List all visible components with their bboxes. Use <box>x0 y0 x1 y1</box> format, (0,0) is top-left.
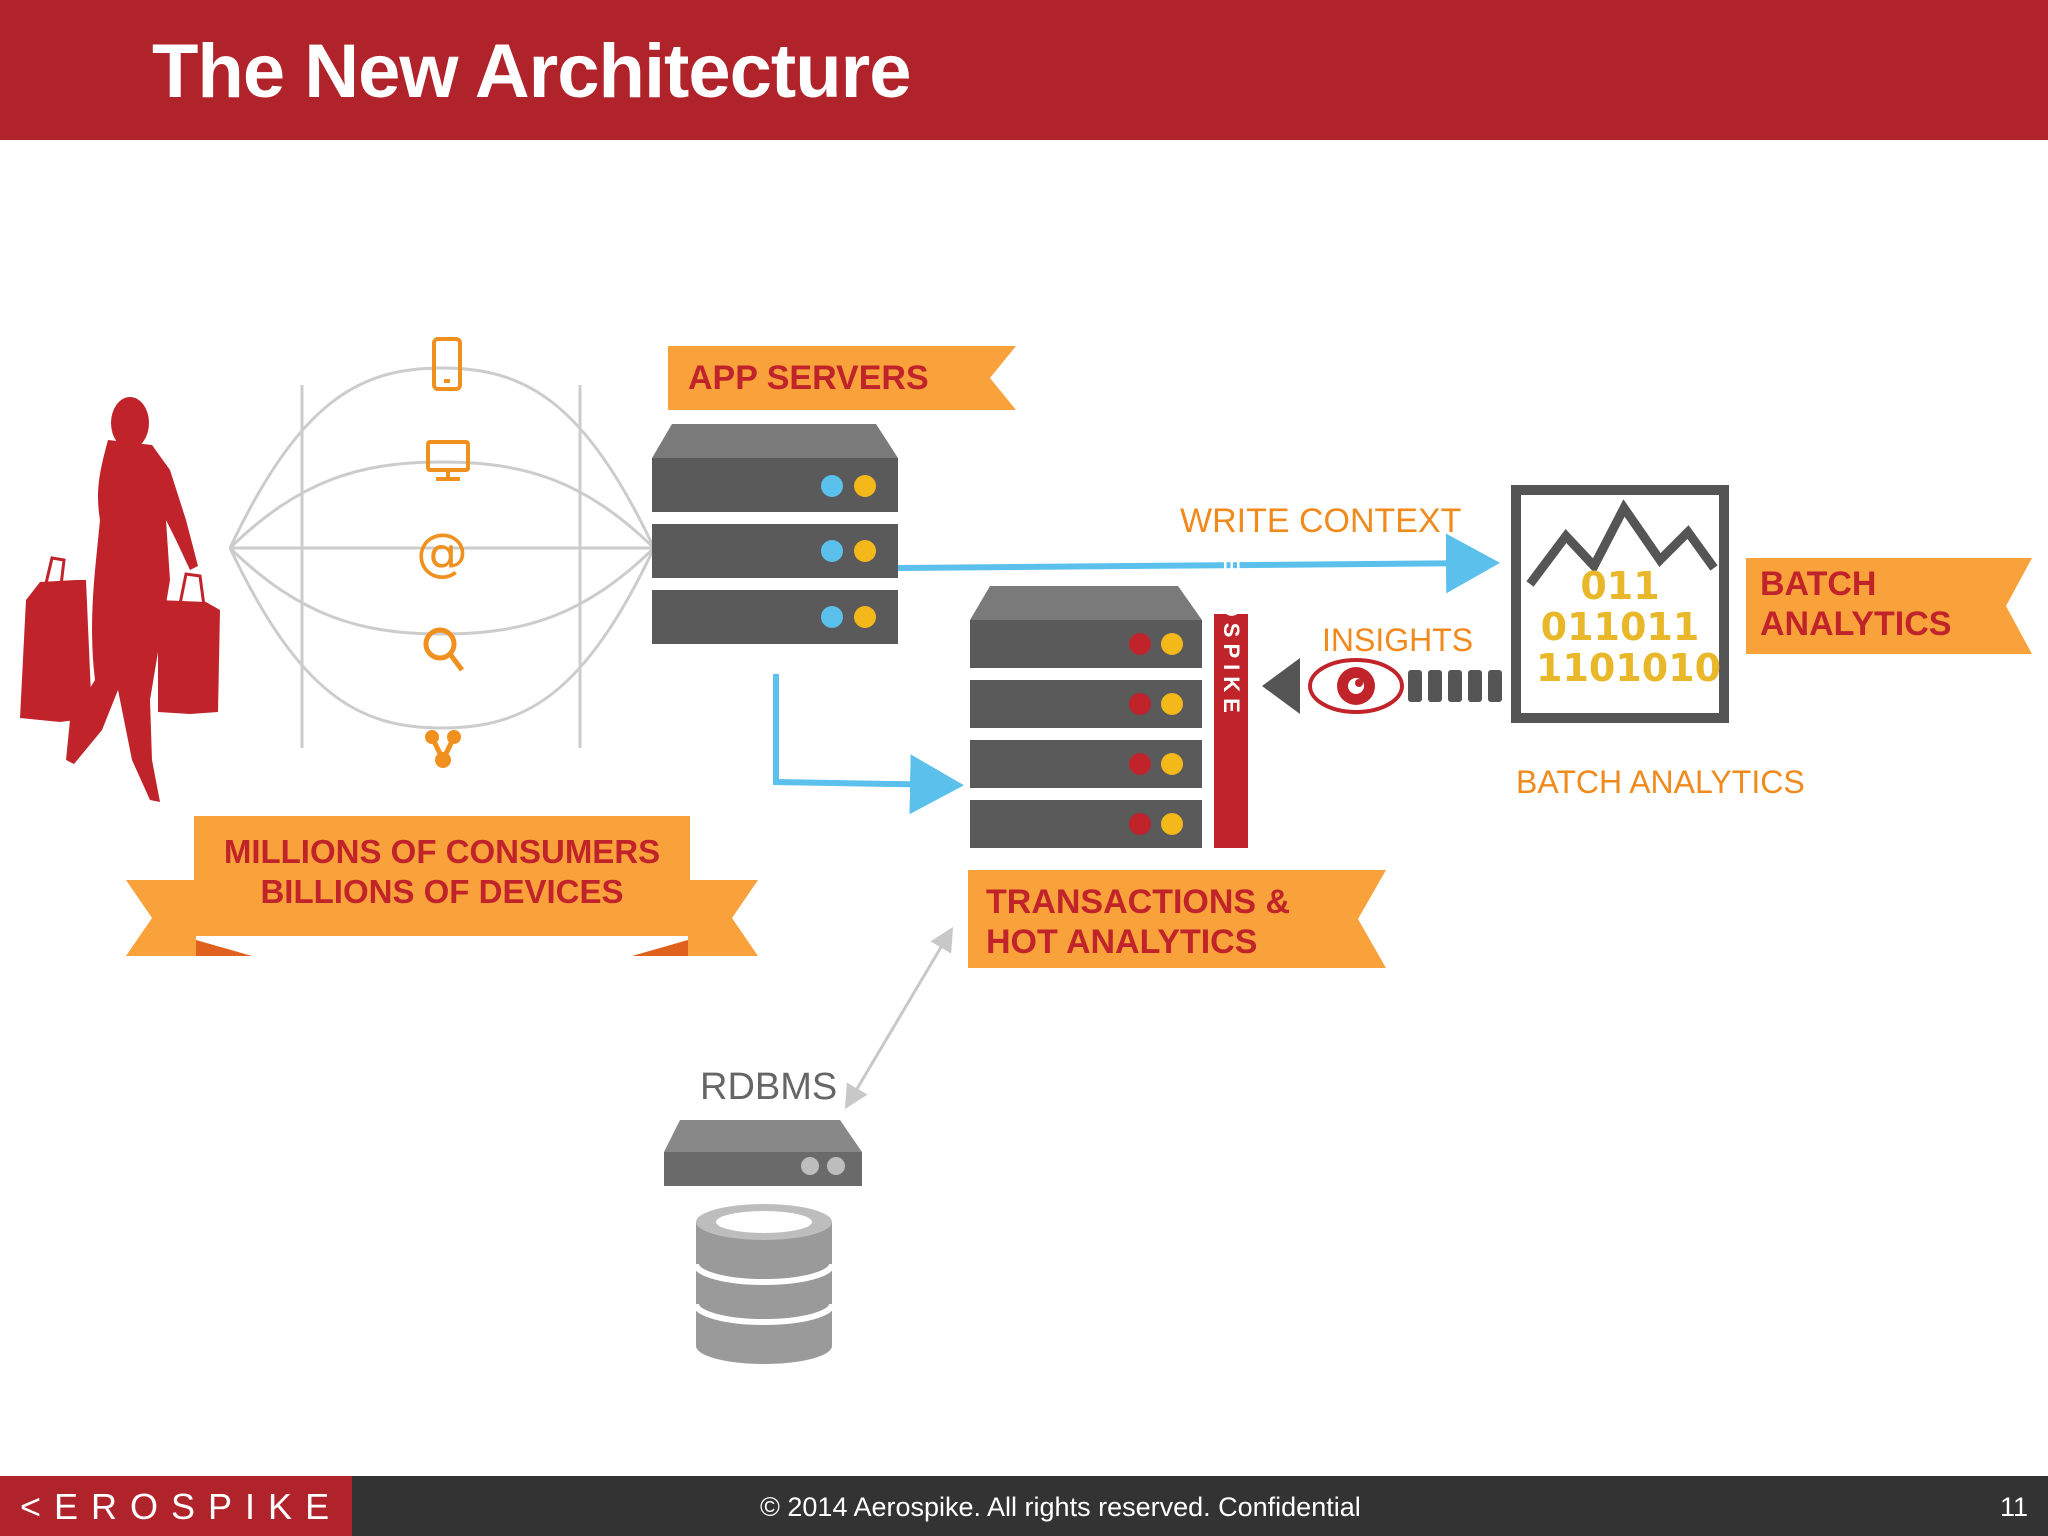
app-servers-banner <box>668 346 1016 410</box>
at-sign-icon: @ <box>416 523 468 583</box>
batch-analytics-banner-line2: ANALYTICS <box>1760 605 1952 643</box>
slide-title: The New Architecture <box>152 29 911 114</box>
architecture-diagram: @ <box>0 140 2048 1476</box>
binary-data-text: 011 011011 1101010 <box>1536 564 1722 690</box>
search-icon <box>423 627 464 672</box>
rdbms-link-arrow <box>844 926 954 1110</box>
diagram-graphics: @ <box>20 337 2032 1364</box>
aerospike-vertical-label: AEROSPIKE <box>1219 535 1244 719</box>
logo-box <box>0 1476 352 1536</box>
monitor-icon <box>426 440 470 481</box>
phone-icon <box>432 337 462 391</box>
copyright-text: © 2014 Aerospike. All rights reserved. C… <box>760 1492 1361 1522</box>
consumers-banner-line1: MILLIONS OF CONSUMERS <box>223 833 661 870</box>
batch-analytics-banner <box>1746 558 2032 654</box>
batch-analytics-box-icon <box>1511 485 1729 723</box>
transactions-banner <box>968 870 1386 968</box>
batch-analytics-banner-line1: BATCH <box>1760 565 1877 603</box>
insights-arrow <box>1262 658 1502 714</box>
aerospike-logo: <EROSPIKE <box>20 1486 343 1527</box>
transactions-banner-line2: HOT ANALYTICS <box>986 923 1258 961</box>
app-servers-label: APP SERVERS <box>688 359 929 397</box>
batch-analytics-caption: BATCH ANALYTICS <box>1516 764 1805 800</box>
page-number: 11 <box>1999 1492 2028 1522</box>
rdbms-label: RDBMS <box>700 1066 838 1108</box>
shopper-silhouette-icon <box>20 397 220 802</box>
consumers-banner-line2: BILLIONS OF DEVICES <box>260 873 624 910</box>
insights-label: INSIGHTS <box>1322 622 1474 658</box>
transactions-banner-line1: TRANSACTIONS & <box>986 883 1291 921</box>
app-server-stack-icon <box>652 424 898 644</box>
database-icon <box>693 1204 835 1364</box>
binary-line-2: 011011 <box>1540 605 1700 649</box>
aerospike-server-stack-icon <box>970 586 1248 848</box>
write-context-label: WRITE CONTEXT <box>1180 502 1462 540</box>
title-bar <box>0 0 2048 140</box>
share-icon <box>425 730 461 768</box>
eye-icon <box>1308 658 1404 714</box>
app-to-aerospike-arrow <box>773 674 964 815</box>
binary-line-1: 011 <box>1580 564 1660 608</box>
consumers-banner <box>126 816 758 956</box>
binary-line-3: 1101010 <box>1536 646 1722 690</box>
device-network-globe <box>228 366 656 748</box>
write-context-arrow <box>897 533 1500 594</box>
rdbms-server-icon <box>664 1120 862 1186</box>
